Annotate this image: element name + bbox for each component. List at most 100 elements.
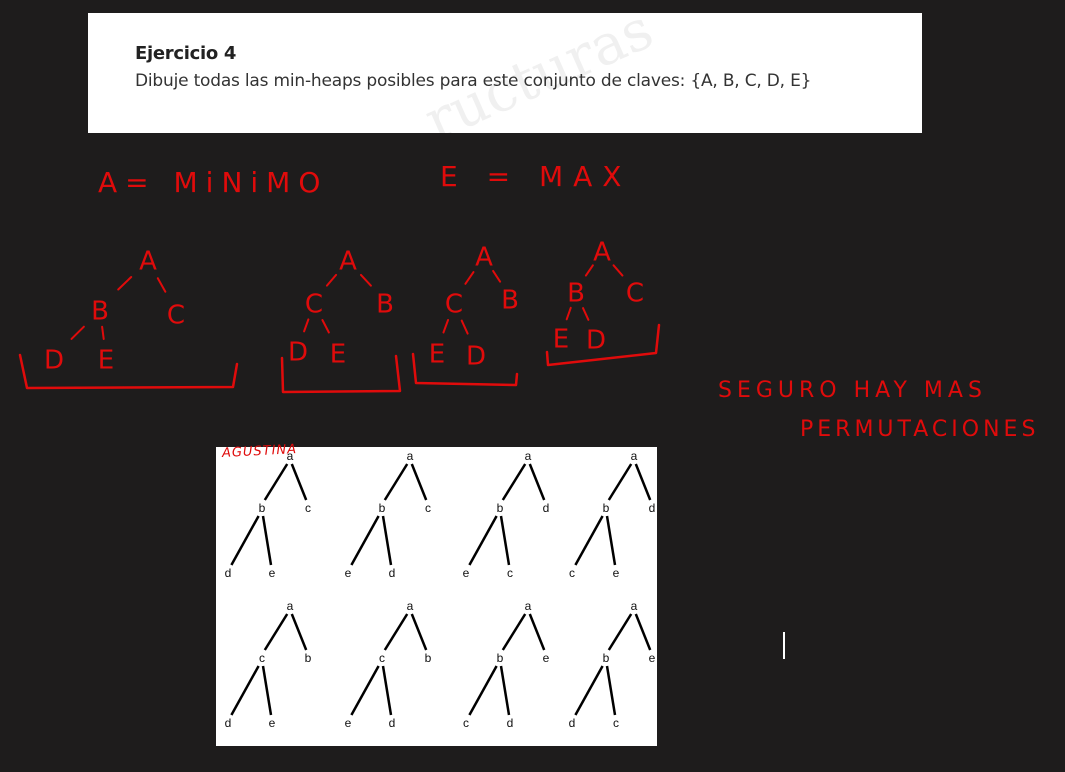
solution-edge	[263, 613, 289, 651]
solution-node-left-left: c	[463, 716, 469, 730]
solution-edge	[350, 665, 380, 716]
handwritten-edge	[464, 271, 475, 285]
solution-node-root: a	[525, 449, 532, 463]
solution-edge	[607, 463, 633, 501]
solution-node-right: b	[305, 651, 312, 665]
handwritten-edge	[612, 264, 624, 277]
solution-node-right: e	[543, 651, 550, 665]
handwritten-bracket	[545, 323, 661, 367]
handwritten-edge	[584, 264, 594, 277]
handwritten-edge	[117, 276, 133, 291]
solution-node-left-right: e	[269, 566, 276, 580]
solution-node-left-right: d	[507, 716, 514, 730]
handwritten-node-right: C	[167, 301, 185, 331]
solution-edge	[350, 515, 380, 566]
solution-edge	[290, 613, 308, 651]
handwritten-node-right: B	[376, 290, 394, 320]
handwritten-edge	[303, 318, 310, 333]
solution-node-left: b	[379, 501, 386, 515]
solution-edge	[410, 463, 428, 501]
solution-node-root: a	[631, 599, 638, 613]
solution-node-root: a	[407, 449, 414, 463]
handwritten-node-root: A	[475, 243, 493, 273]
solution-heap-8: a b e d c	[569, 599, 656, 730]
handwritten-node-left-right: D	[586, 326, 606, 356]
solution-edge	[383, 613, 409, 651]
solution-node-left-left: d	[225, 716, 232, 730]
note-more-permutations-line2: PERMUTACIONES	[800, 417, 1040, 442]
solution-edge	[499, 665, 511, 716]
exercise-title: Ejercicio 4	[135, 43, 237, 64]
solution-node-left-left: e	[345, 566, 352, 580]
solution-node-right: e	[649, 651, 656, 665]
exercise-card: ructuras Ejercicio 4 Dibuje todas las mi…	[88, 13, 922, 133]
handwritten-edge	[565, 306, 572, 321]
handwritten-node-right: B	[501, 286, 519, 316]
solution-edge	[501, 463, 527, 501]
solution-edge	[383, 463, 409, 501]
solution-edge	[263, 463, 289, 501]
solution-edge	[381, 515, 393, 566]
solution-heap-7: a b e c d	[463, 599, 550, 730]
solution-node-left: b	[603, 651, 610, 665]
solution-node-right: c	[305, 501, 311, 515]
solution-node-left-right: d	[389, 566, 396, 580]
solution-edge	[528, 613, 546, 651]
solution-node-right: d	[543, 501, 550, 515]
solution-node-left-right: d	[389, 716, 396, 730]
handwritten-node-left-left: E	[553, 325, 569, 355]
solution-edge	[501, 613, 527, 651]
solution-edge	[574, 665, 604, 716]
handwritten-node-left-right: D	[466, 342, 486, 372]
handwritten-node-left: C	[305, 290, 323, 320]
solution-edge	[634, 463, 652, 501]
handwritten-edge	[70, 325, 85, 340]
solution-node-left: b	[603, 501, 610, 515]
solution-edge	[605, 515, 617, 566]
solution-edge	[468, 665, 498, 716]
solution-heap-2: a b c e d	[345, 449, 431, 580]
solution-edge	[261, 515, 273, 566]
solution-node-left-right: c	[507, 566, 513, 580]
solution-node-left-left: d	[569, 716, 576, 730]
solution-node-root: a	[525, 599, 532, 613]
solution-node-right: d	[649, 501, 656, 515]
handwritten-node-left: B	[567, 279, 585, 309]
solution-edge	[528, 463, 546, 501]
solution-node-right: c	[425, 501, 431, 515]
solution-edge	[230, 515, 260, 566]
solution-node-left: c	[379, 651, 385, 665]
handwritten-edge	[582, 307, 590, 321]
handwritten-node-left: C	[445, 290, 463, 320]
handwritten-node-root: A	[139, 247, 157, 277]
solution-edge	[230, 665, 260, 716]
solution-node-root: a	[631, 449, 638, 463]
solution-edge	[607, 613, 633, 651]
solution-node-left: b	[497, 501, 504, 515]
handwritten-node-left-left: E	[429, 340, 445, 370]
handwritten-node-left-right: E	[330, 340, 346, 370]
solution-node-left-right: e	[269, 716, 276, 730]
solution-node-left: b	[497, 651, 504, 665]
handwritten-edge	[359, 273, 372, 287]
handwritten-edge	[321, 319, 330, 334]
handwritten-node-left-left: D	[288, 338, 308, 368]
solution-edge	[499, 515, 511, 566]
note-maximum: E = MAX	[440, 160, 632, 193]
solution-node-left-left: d	[225, 566, 232, 580]
handwritten-edge	[460, 319, 469, 335]
note-minimum: A= MiNiMO	[98, 166, 329, 199]
solution-node-root: a	[287, 449, 294, 463]
text-cursor	[783, 632, 785, 659]
handwritten-node-left-right: E	[98, 346, 114, 376]
solution-node-left-left: c	[569, 566, 575, 580]
solution-node-left-right: c	[613, 716, 619, 730]
